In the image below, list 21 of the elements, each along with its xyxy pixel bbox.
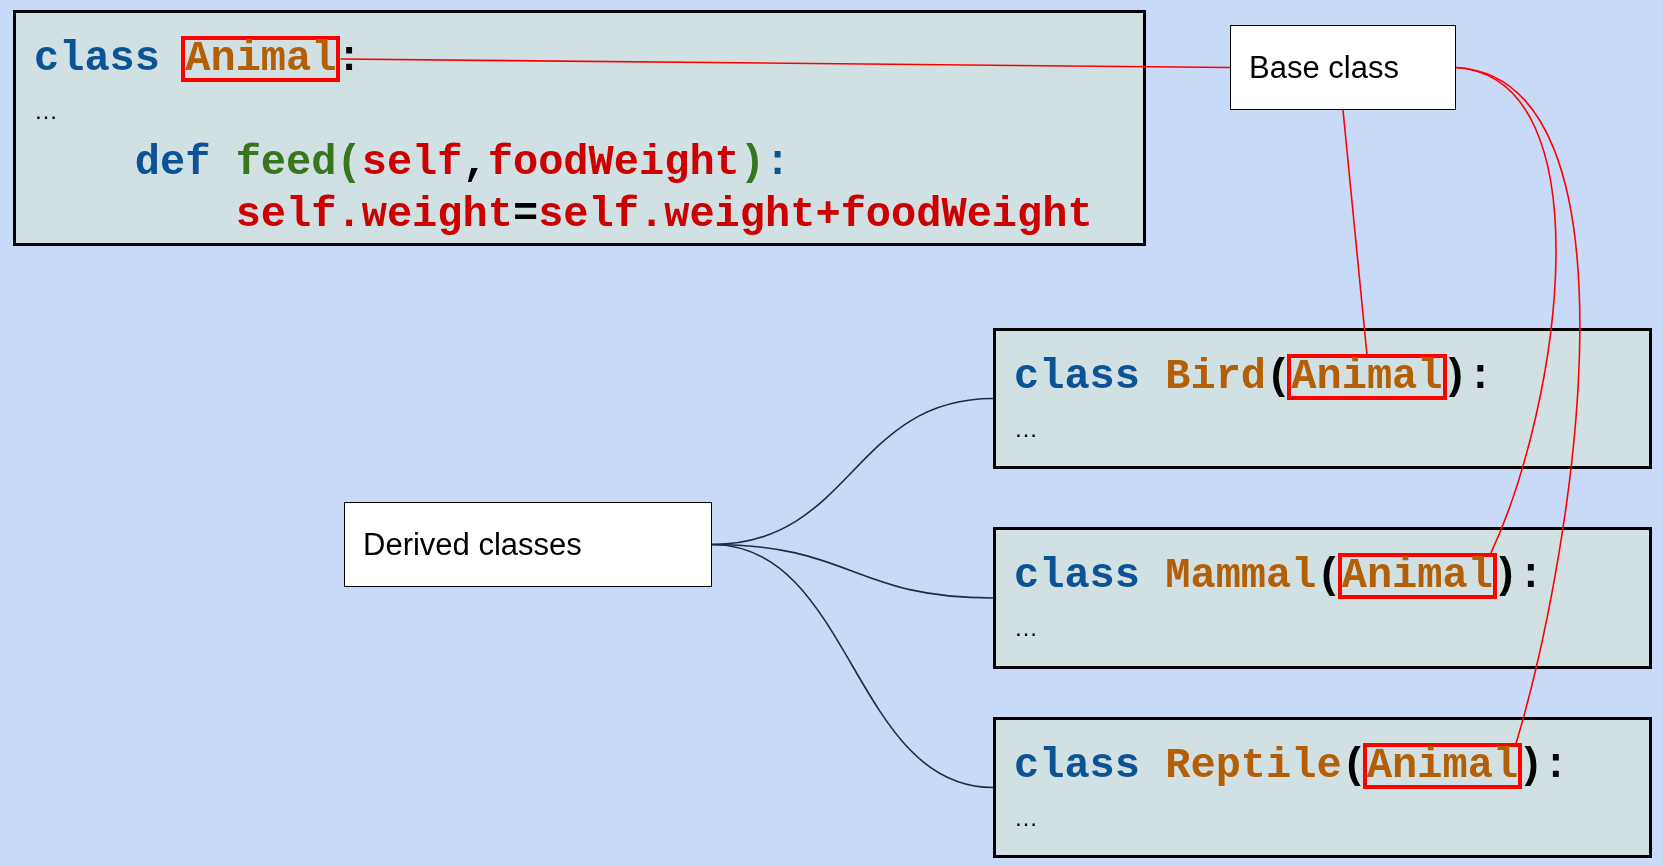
highlight-box: Animal <box>1287 354 1447 400</box>
code-box <box>993 328 1652 469</box>
connector-line <box>339 58 1231 69</box>
code-box <box>993 527 1652 669</box>
code-text: self.weight=self.weight+foodWeight <box>235 191 1093 239</box>
highlight-box: Animal <box>1362 743 1523 789</box>
ellipsis-text: … <box>34 96 58 126</box>
code-text: class <box>34 35 161 83</box>
code-box <box>993 717 1652 858</box>
connector-line <box>711 543 994 789</box>
highlight-box: Animal <box>1337 553 1497 599</box>
code-text: def feed(self,foodWeight): <box>134 139 791 187</box>
connector-line <box>1342 109 1368 355</box>
connector-line <box>1455 66 1581 744</box>
ellipsis-text: … <box>1014 414 1038 444</box>
ellipsis-text: … <box>1014 803 1038 833</box>
label-box: Base class <box>1230 25 1456 110</box>
label-box: Derived classes <box>344 502 712 587</box>
highlight-box: Animal <box>181 36 341 82</box>
ellipsis-text: … <box>1014 613 1038 643</box>
code-box <box>13 10 1146 246</box>
